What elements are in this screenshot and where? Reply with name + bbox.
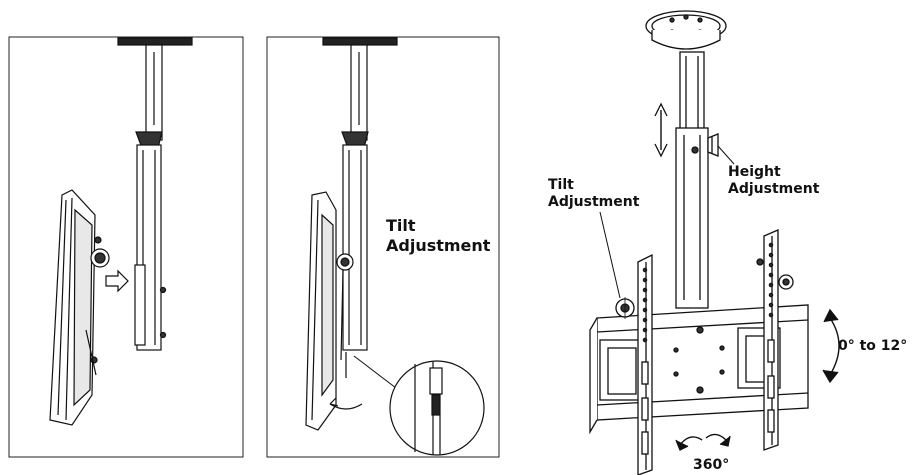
step2-panel (266, 36, 500, 458)
label-line: Tilt (548, 177, 574, 193)
panel3-height-label: Height Adjustment (728, 164, 819, 198)
hanging-bracket (342, 144, 368, 351)
label-line: Adjustment (728, 181, 820, 197)
insert-arrow-icon (105, 269, 129, 293)
outer-pole (675, 127, 709, 309)
tilt-range-label: 0° to 12° (838, 338, 908, 354)
label-line: Tilt (386, 216, 416, 235)
ceiling-plate (117, 37, 193, 46)
label-line: Adjustment (548, 194, 640, 210)
step3-panel (589, 10, 840, 475)
height-knob-icon (707, 133, 719, 157)
rotation-label: 360° (693, 457, 730, 473)
step2-frame (266, 36, 500, 458)
label-line: Adjustment (386, 236, 491, 255)
panel2-tilt-label: Tilt Adjustment (386, 216, 490, 256)
tilt-arrow-icon (829, 317, 840, 376)
panel3-tilt-label: Tilt Adjustment (548, 177, 639, 211)
ceiling-plate (322, 37, 398, 46)
label-line: Height (728, 164, 781, 180)
step1-frame (8, 36, 244, 458)
step1-panel (8, 36, 244, 458)
rotate-arrow-icon (329, 403, 363, 410)
hanging-bracket (136, 144, 162, 351)
inner-pole (679, 51, 705, 133)
